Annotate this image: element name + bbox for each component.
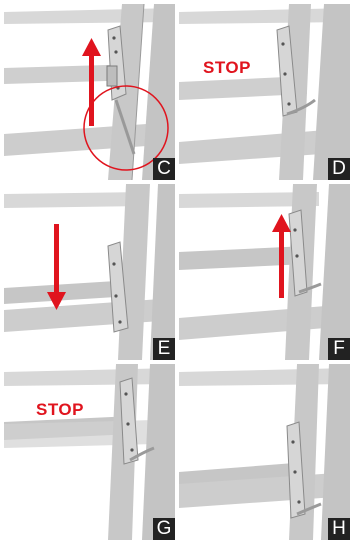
panel-e-illustration <box>4 184 175 360</box>
step-label: D <box>328 158 350 180</box>
panel-g-illustration <box>4 364 175 540</box>
panel-d: STOP D <box>179 4 350 180</box>
panel-g: STOP G <box>4 364 175 540</box>
panel-f: F <box>179 184 350 360</box>
arrow-down-shaft <box>54 224 59 294</box>
panel-h: H <box>179 364 350 540</box>
panel-h-illustration <box>179 364 350 540</box>
step-label: H <box>328 518 350 540</box>
step-label: G <box>153 518 175 540</box>
panel-e: E <box>4 184 175 360</box>
panel-c-illustration <box>4 4 175 180</box>
step-label: E <box>153 338 175 360</box>
panel-c: C <box>4 4 175 180</box>
stop-text: STOP <box>36 400 84 420</box>
step-label: F <box>328 338 350 360</box>
stop-text: STOP <box>203 58 251 78</box>
step-label: C <box>153 158 175 180</box>
panel-f-illustration <box>179 184 350 360</box>
panel-d-illustration <box>179 4 350 180</box>
arrow-up-shaft <box>89 56 94 126</box>
arrow-up-shaft <box>279 232 284 298</box>
